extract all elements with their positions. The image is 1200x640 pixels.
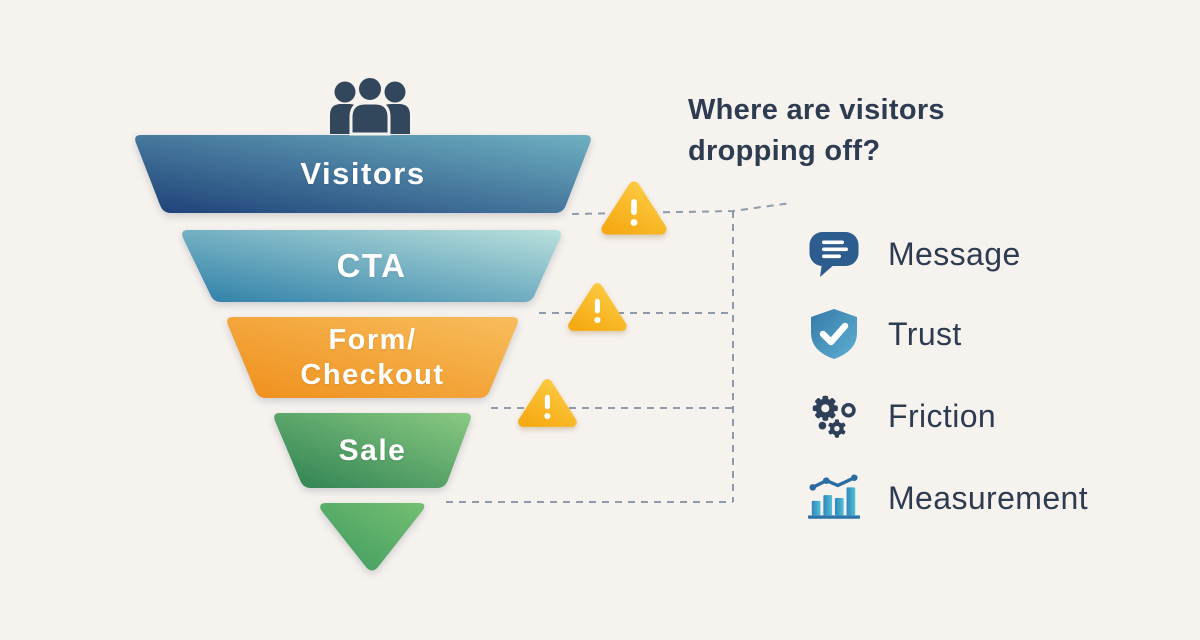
warning-triangle-icon: [607, 187, 661, 229]
legend-item-friction: Friction: [806, 390, 996, 442]
gears-icon: [806, 390, 862, 442]
funnel-label-visitors-text: Visitors: [300, 155, 426, 191]
chat-bubble-icon: [806, 228, 862, 280]
legend-label: Message: [888, 235, 1021, 272]
funnel-label-form-line2: Checkout: [300, 358, 445, 391]
funnel-tip: [320, 503, 425, 571]
funnel-label-form-line1: Form/: [328, 324, 417, 357]
shield-check-icon: [806, 308, 862, 360]
legend-label: Trust: [888, 315, 962, 352]
warning-triangle-icon: [573, 288, 622, 326]
funnel-stage-cta: [182, 230, 561, 302]
funnel-label-cta-text: CTA: [336, 246, 407, 284]
funnel-label-form-checkout: Form/ Checkout: [225, 317, 520, 398]
connector-line-visitors-cta: [571, 202, 792, 215]
funnel-label-sale-text: Sale: [338, 433, 407, 467]
funnel-stage-visitors: [135, 135, 591, 213]
funnel-label-sale: Sale: [272, 413, 473, 488]
page-title: Where are visitors dropping off?: [688, 94, 945, 168]
funnel-label-visitors: Visitors: [133, 135, 593, 213]
people-icon: [330, 75, 410, 136]
funnel-stage-form-checkout: [227, 317, 518, 398]
legend-item-measurement: Measurement: [806, 472, 1088, 524]
funnel-label-cta: CTA: [180, 230, 563, 302]
warning-triangle-icon: [523, 384, 572, 422]
funnel-stage-sale: [274, 413, 471, 488]
legend-label: Friction: [888, 397, 997, 434]
bar-chart-icon: [806, 472, 862, 524]
legend-item-trust: Trust: [806, 308, 962, 360]
legend-label: Measurement: [888, 479, 1089, 516]
legend-item-message: Message: [806, 228, 1021, 280]
